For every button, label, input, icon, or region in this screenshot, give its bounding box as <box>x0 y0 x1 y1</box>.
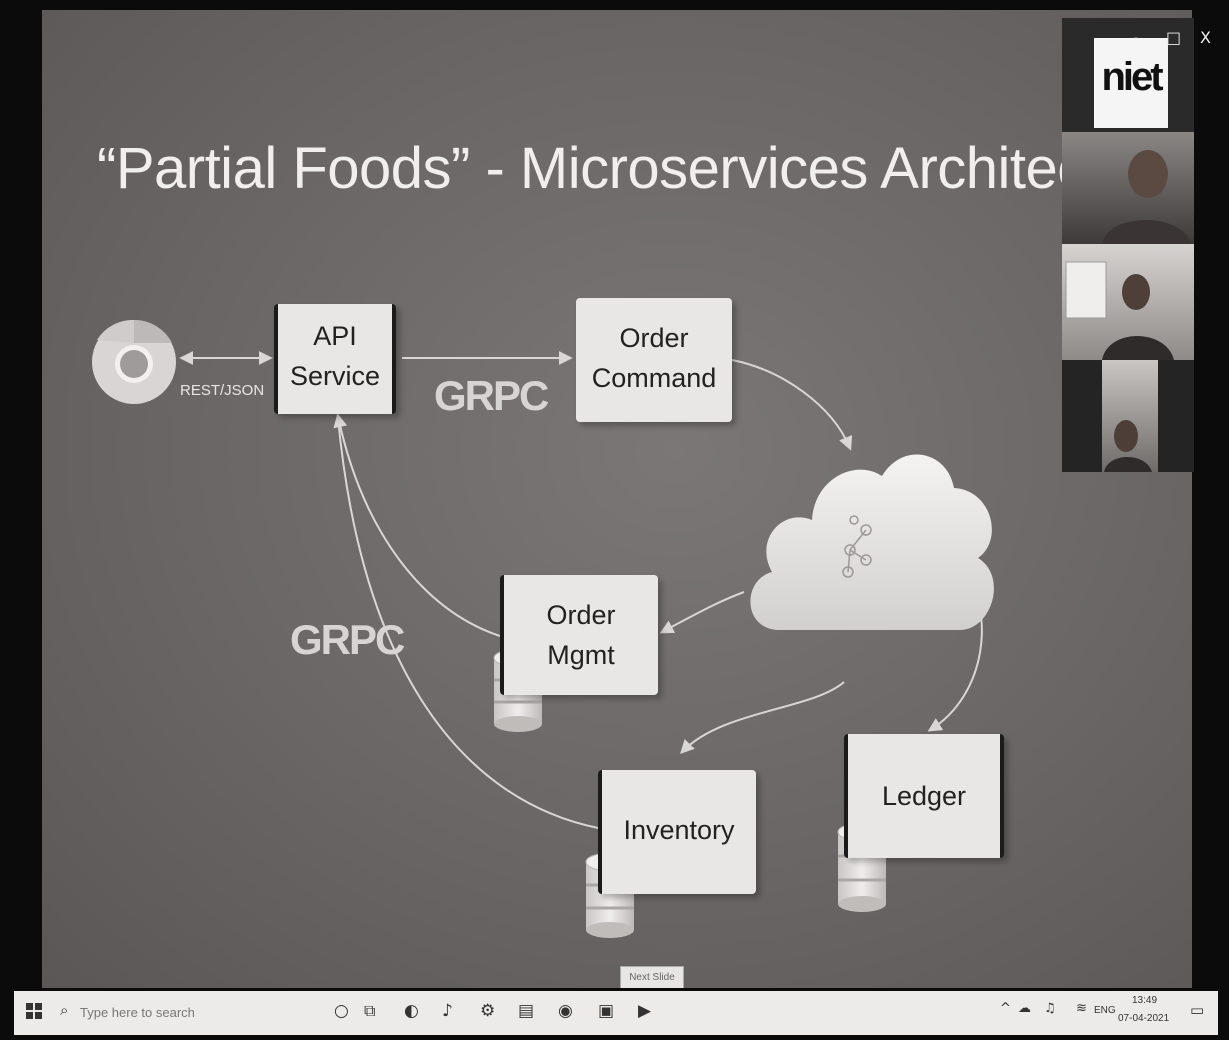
start-button[interactable] <box>26 1003 42 1023</box>
niet-logo: niet <box>1094 38 1168 128</box>
order-mgmt-line2: Mgmt <box>547 640 615 670</box>
participant-avatar-icon <box>1065 261 1174 360</box>
clock-date[interactable]: 07-04-2021 <box>1118 1013 1170 1024</box>
participant-video-3[interactable] <box>1062 360 1194 472</box>
browser-icon <box>92 319 176 404</box>
minimize-button[interactable]: - <box>1133 28 1139 47</box>
wifi-icon[interactable]: ≋ <box>1076 1001 1087 1016</box>
settings-icon[interactable]: ⚙ <box>480 1001 496 1021</box>
taskbar-search-box[interactable]: Type here to search <box>80 1005 195 1020</box>
app-icon[interactable]: ♪ <box>442 1001 453 1021</box>
participant-video-1[interactable] <box>1062 132 1194 244</box>
tray-chevron-icon[interactable]: ^ <box>1000 1001 1011 1016</box>
order-command-line1: Order <box>619 323 689 353</box>
search-icon: ⌕ <box>60 1001 69 1019</box>
order-command-box: Order Command <box>576 298 732 422</box>
cortana-icon[interactable]: ○ <box>334 1001 349 1021</box>
rest-json-label: REST/JSON <box>180 382 265 399</box>
host-logo-tile: niet <box>1062 18 1194 132</box>
video-participants-panel: niet <box>1062 18 1194 472</box>
windows-taskbar: ⌕ Type here to search ○ ⧉ ◐ ♪ ⚙ ▤ ◉ ▣ ▶ … <box>14 991 1218 1035</box>
edge-icon[interactable]: ◐ <box>404 1001 419 1021</box>
ledger-label: Ledger <box>881 781 967 811</box>
volume-icon[interactable]: ♫ <box>1044 1001 1056 1016</box>
inventory-box: Inventory <box>598 770 756 894</box>
language-indicator[interactable]: ENG <box>1094 1005 1116 1016</box>
api-service-box: API Service <box>274 304 396 414</box>
maximize-button[interactable]: □ <box>1166 28 1182 47</box>
store-icon[interactable]: ▣ <box>598 1001 615 1021</box>
order-mgmt-box: Order Mgmt <box>500 575 658 695</box>
order-command-line2: Command <box>591 363 717 393</box>
close-button[interactable]: X <box>1200 28 1211 47</box>
api-service-line2: Service <box>289 361 381 391</box>
grpc-label-top: GRPC <box>434 372 549 419</box>
slide-nav-tooltip: Next Slide <box>620 966 684 988</box>
notification-icon[interactable]: ▭ <box>1190 1001 1205 1019</box>
participant-avatar-icon <box>1062 360 1194 472</box>
order-mgmt-line1: Order <box>546 600 616 630</box>
message-broker-cloud <box>750 454 994 630</box>
windows-logo-icon <box>26 1003 42 1019</box>
grpc-label-left: GRPC <box>290 616 405 663</box>
clock-time[interactable]: 13:49 <box>1132 995 1158 1006</box>
network-icon[interactable]: ☁ <box>1018 1001 1031 1016</box>
inventory-label: Inventory <box>623 815 735 845</box>
task-view-icon[interactable]: ⧉ <box>364 1001 376 1020</box>
participant-avatar-icon <box>1102 150 1192 244</box>
slide-title: “Partial Foods” - Microservices Architec… <box>97 136 1184 201</box>
api-service-line1: API <box>313 321 357 351</box>
powerpoint-icon[interactable]: ▶ <box>638 1001 652 1021</box>
architecture-diagram <box>92 319 994 938</box>
chrome-icon[interactable]: ◉ <box>558 1001 573 1021</box>
ledger-box: Ledger <box>844 734 1004 858</box>
connection-arrows <box>179 351 983 829</box>
presentation-screen: “Partial Foods” - Microservices Architec… <box>42 10 1192 988</box>
file-explorer-icon[interactable]: ▤ <box>518 1001 535 1021</box>
participant-video-2[interactable] <box>1062 244 1194 360</box>
